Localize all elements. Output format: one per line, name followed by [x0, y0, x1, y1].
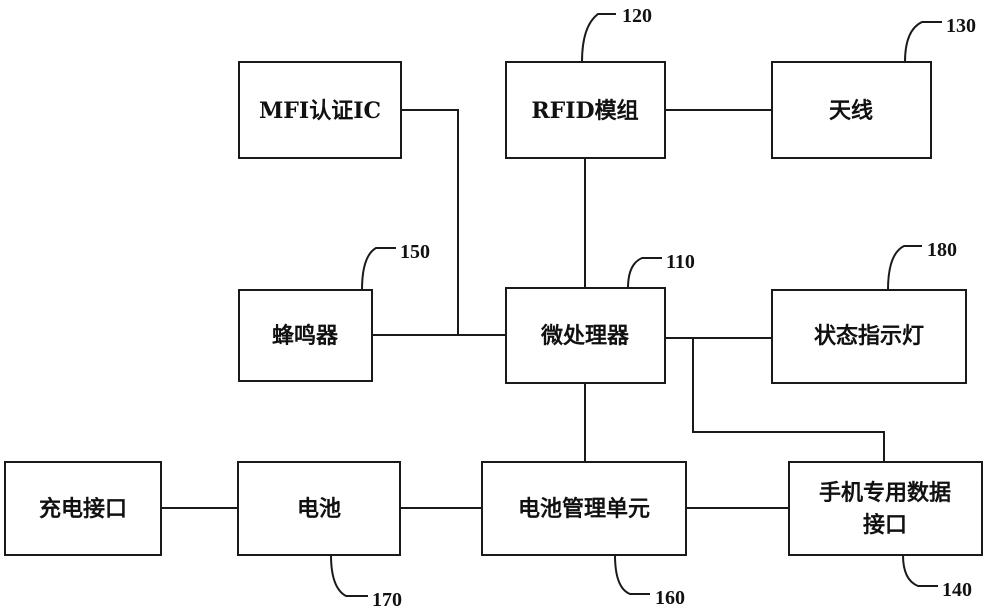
- microprocessor-block: 微处理器: [505, 287, 666, 384]
- battery-management-label: 电池管理单元: [518, 496, 650, 522]
- wire-mfi-to-bus: [401, 109, 459, 335]
- ref-180: 180: [927, 239, 957, 261]
- leader-180: [887, 245, 922, 291]
- ref-170: 170: [372, 589, 402, 611]
- microprocessor-label: 微处理器: [540, 323, 630, 349]
- antenna-block: 天线: [771, 61, 932, 159]
- connections: [161, 109, 885, 509]
- mfi-auth-ic-label: MFI认证IC: [259, 98, 381, 124]
- reference-labels: 120 130 150 110 180 170 160 140: [330, 5, 976, 611]
- wire-mcu-to-phone: [692, 338, 885, 462]
- leader-150: [361, 247, 396, 291]
- charging-port-block: 充电接口: [4, 461, 162, 556]
- rfid-module-block: RFID模组: [505, 61, 666, 159]
- phone-data-port-label-line1: 手机专用数据: [819, 480, 951, 506]
- leader-110: [627, 257, 662, 289]
- battery-management-block: 电池管理单元: [481, 461, 687, 556]
- charging-port-label: 充电接口: [39, 496, 127, 522]
- phone-data-port-block: 手机专用数据 接口: [788, 461, 983, 556]
- ref-160: 160: [655, 587, 685, 609]
- ref-150: 150: [400, 241, 430, 263]
- antenna-label: 天线: [829, 98, 873, 124]
- mfi-auth-ic-block: MFI认证IC: [238, 61, 402, 159]
- phone-data-port-label-line2: 接口: [863, 512, 907, 538]
- ref-140: 140: [942, 579, 972, 601]
- leader-120: [581, 13, 616, 63]
- buzzer-block: 蜂鸣器: [238, 289, 373, 382]
- battery-label: 电池: [297, 496, 341, 522]
- status-indicator-block: 状态指示灯: [771, 289, 967, 384]
- battery-block: 电池: [237, 461, 401, 556]
- ref-130: 130: [946, 15, 976, 37]
- rfid-module-label: RFID模组: [531, 98, 638, 124]
- buzzer-label: 蜂鸣器: [272, 323, 339, 349]
- leader-170: [330, 554, 368, 597]
- leader-130: [904, 21, 942, 63]
- leader-140: [902, 554, 938, 587]
- ref-110: 110: [666, 251, 695, 273]
- leader-160: [614, 554, 650, 595]
- status-indicator-label: 状态指示灯: [814, 323, 924, 349]
- ref-120: 120: [622, 5, 652, 27]
